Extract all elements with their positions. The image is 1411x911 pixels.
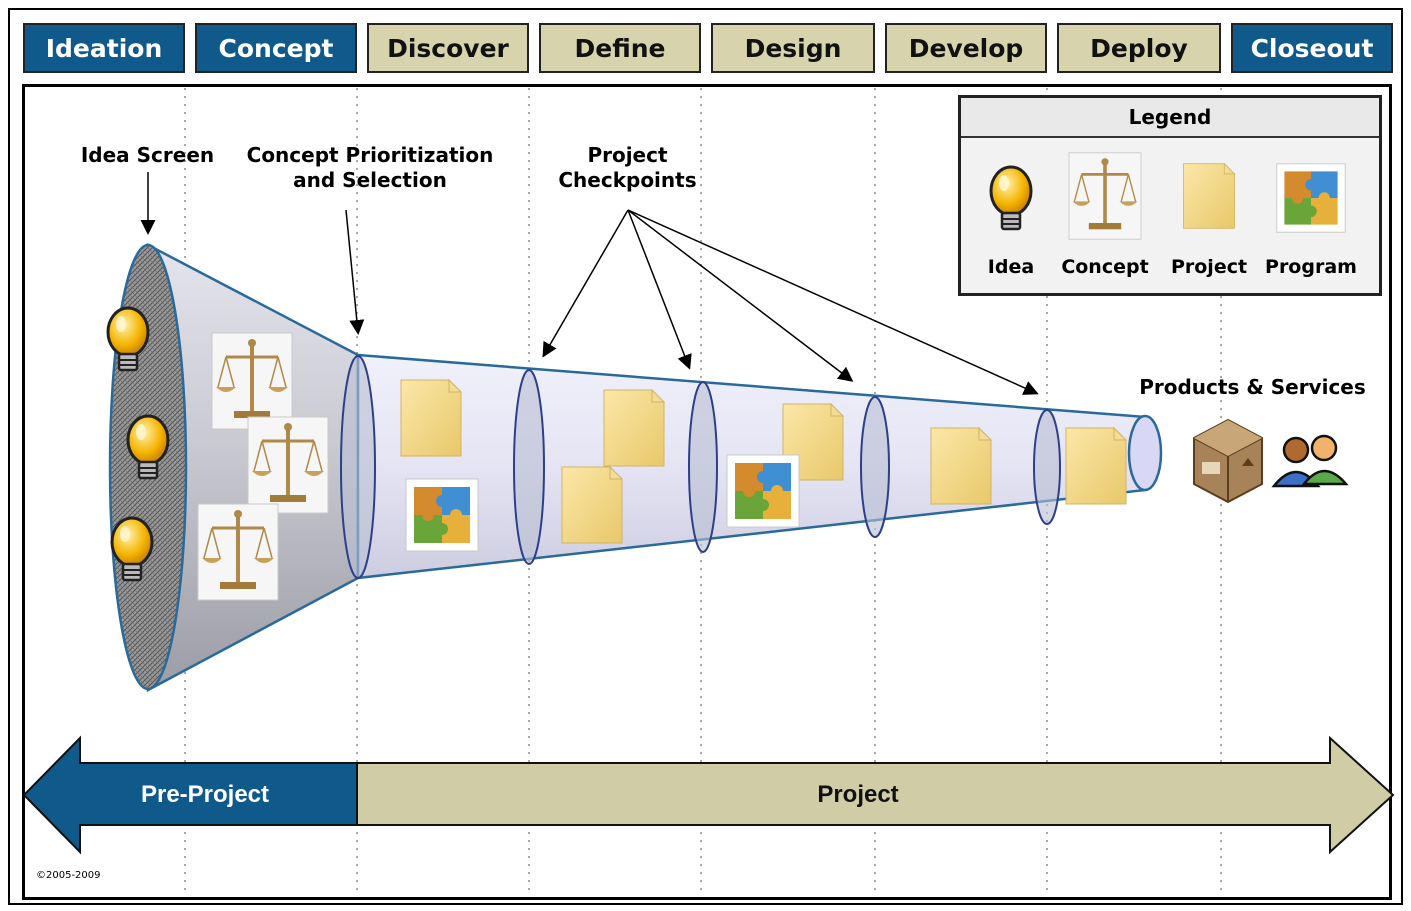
product-box-icon [1193, 418, 1263, 504]
project-paper-icon [1065, 427, 1127, 505]
phase-label: Develop [908, 33, 1024, 63]
legend-item-program: Program [1265, 256, 1357, 278]
legend-title: Legend [961, 98, 1379, 138]
concept-scale-icon [246, 415, 330, 515]
phase-discover: Discover [367, 23, 529, 73]
diagram-canvas [22, 84, 1392, 900]
legend-item-project: Project [1170, 256, 1248, 278]
project-paper-icon [400, 379, 462, 457]
phase-ideation: Ideation [23, 23, 185, 73]
concept-scale-icon [210, 331, 294, 431]
phase-closeout: Closeout [1231, 23, 1393, 73]
phase-develop: Develop [885, 23, 1047, 73]
phase-concept: Concept [195, 23, 357, 73]
project-arrow [356, 735, 1395, 855]
project-paper-icon [603, 389, 665, 467]
phase-design: Design [711, 23, 875, 73]
legend-item-idea: Idea [987, 256, 1035, 278]
phase-label: Deploy [1090, 33, 1188, 63]
program-puzzle-icon [726, 454, 800, 528]
phase-label: Ideation [45, 33, 163, 63]
phase-label: Design [744, 33, 842, 63]
legend-idea-icon [989, 165, 1033, 231]
legend-project-icon [1183, 163, 1235, 229]
checkpoints-label: Project Checkpoints [558, 143, 697, 192]
phase-label: Discover [387, 33, 509, 63]
idea-screen-label: Idea Screen [80, 143, 215, 167]
copyright-notice: ©2005-2009 [36, 870, 101, 881]
phase-label: Concept [218, 33, 334, 63]
pre-project-arrow [22, 735, 358, 855]
funnel-outlet [1127, 414, 1163, 492]
products-services-label: Products & Services [1139, 375, 1366, 399]
phase-define: Define [539, 23, 701, 73]
concept-selection-label: Concept Prioritization and Selection [246, 143, 494, 192]
checkpoint-rings [340, 355, 1061, 579]
project-paper-icon [930, 427, 992, 505]
program-puzzle-icon [405, 478, 479, 552]
legend-item-concept: Concept [1061, 256, 1149, 278]
annotation-arrows [140, 172, 1039, 395]
phase-label: Closeout [1250, 33, 1374, 63]
customers-people-icon [1271, 434, 1349, 488]
project-paper-icon [561, 466, 623, 544]
phase-separators [184, 88, 1222, 895]
phase-label: Define [574, 33, 666, 63]
legend-concept-icon [1067, 151, 1143, 242]
legend-program-icon [1276, 163, 1346, 233]
legend: Legend Idea Concept Project Program [958, 95, 1382, 296]
phase-deploy: Deploy [1057, 23, 1221, 73]
concept-scale-icon [196, 502, 280, 602]
project-label: Project [817, 781, 898, 808]
pre-project-label: Pre-Project [141, 781, 269, 808]
